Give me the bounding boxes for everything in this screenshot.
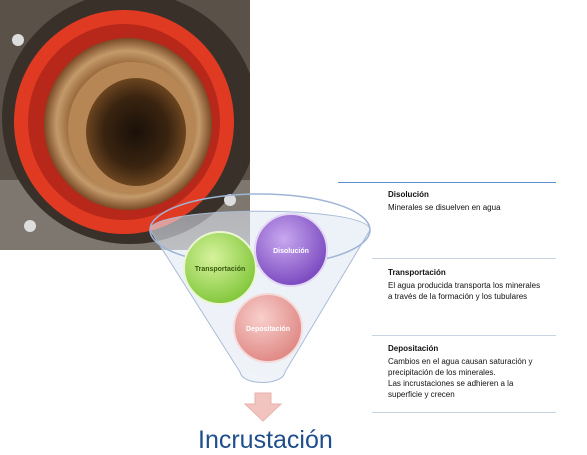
- pipe-bore: [86, 78, 186, 186]
- panel-line: Las incrustaciones se adhieren a la: [388, 379, 514, 388]
- panel-line: superficie y crecen: [388, 390, 455, 399]
- panel-title: Disolución: [388, 190, 429, 199]
- diagram-title: Incrustación: [198, 426, 333, 454]
- pipe-scale-photo: [0, 0, 250, 250]
- circle-depositacion: [233, 293, 303, 363]
- flange-bolt: [224, 194, 236, 206]
- panel-line: precipitación de los minerales.: [388, 368, 496, 377]
- circle-disolucion: [254, 213, 328, 287]
- label-depositacion: Depositación: [246, 326, 290, 333]
- label-disolucion: Disolución: [273, 248, 309, 255]
- label-transportacion: Transportación: [195, 266, 246, 273]
- panel-depositacion: Depositación Cambios en el agua causan s…: [388, 344, 583, 400]
- panel-title: Transportación: [388, 268, 446, 277]
- flange-bolt: [12, 34, 24, 46]
- panel-line: El agua producida transporta los mineral…: [388, 281, 541, 290]
- panel-divider: [372, 412, 556, 413]
- panel-top-rule: [338, 182, 556, 183]
- panel-title: Depositación: [388, 344, 439, 353]
- panel-line: Cambios en el agua causan saturación y: [388, 357, 533, 366]
- down-arrow-icon: [243, 392, 283, 422]
- panel-transportacion: Transportación El agua producida transpo…: [388, 268, 583, 302]
- circle-transportacion: [183, 231, 257, 305]
- panel-disolucion: Disolución Minerales se disuelven en agu…: [388, 190, 583, 213]
- panel-divider: [372, 258, 556, 259]
- panel-line: Minerales se disuelven en agua: [388, 203, 501, 212]
- flange-bolt: [24, 220, 36, 232]
- panel-divider: [372, 335, 556, 336]
- panel-line: a través de la formación y los tubulares: [388, 292, 528, 301]
